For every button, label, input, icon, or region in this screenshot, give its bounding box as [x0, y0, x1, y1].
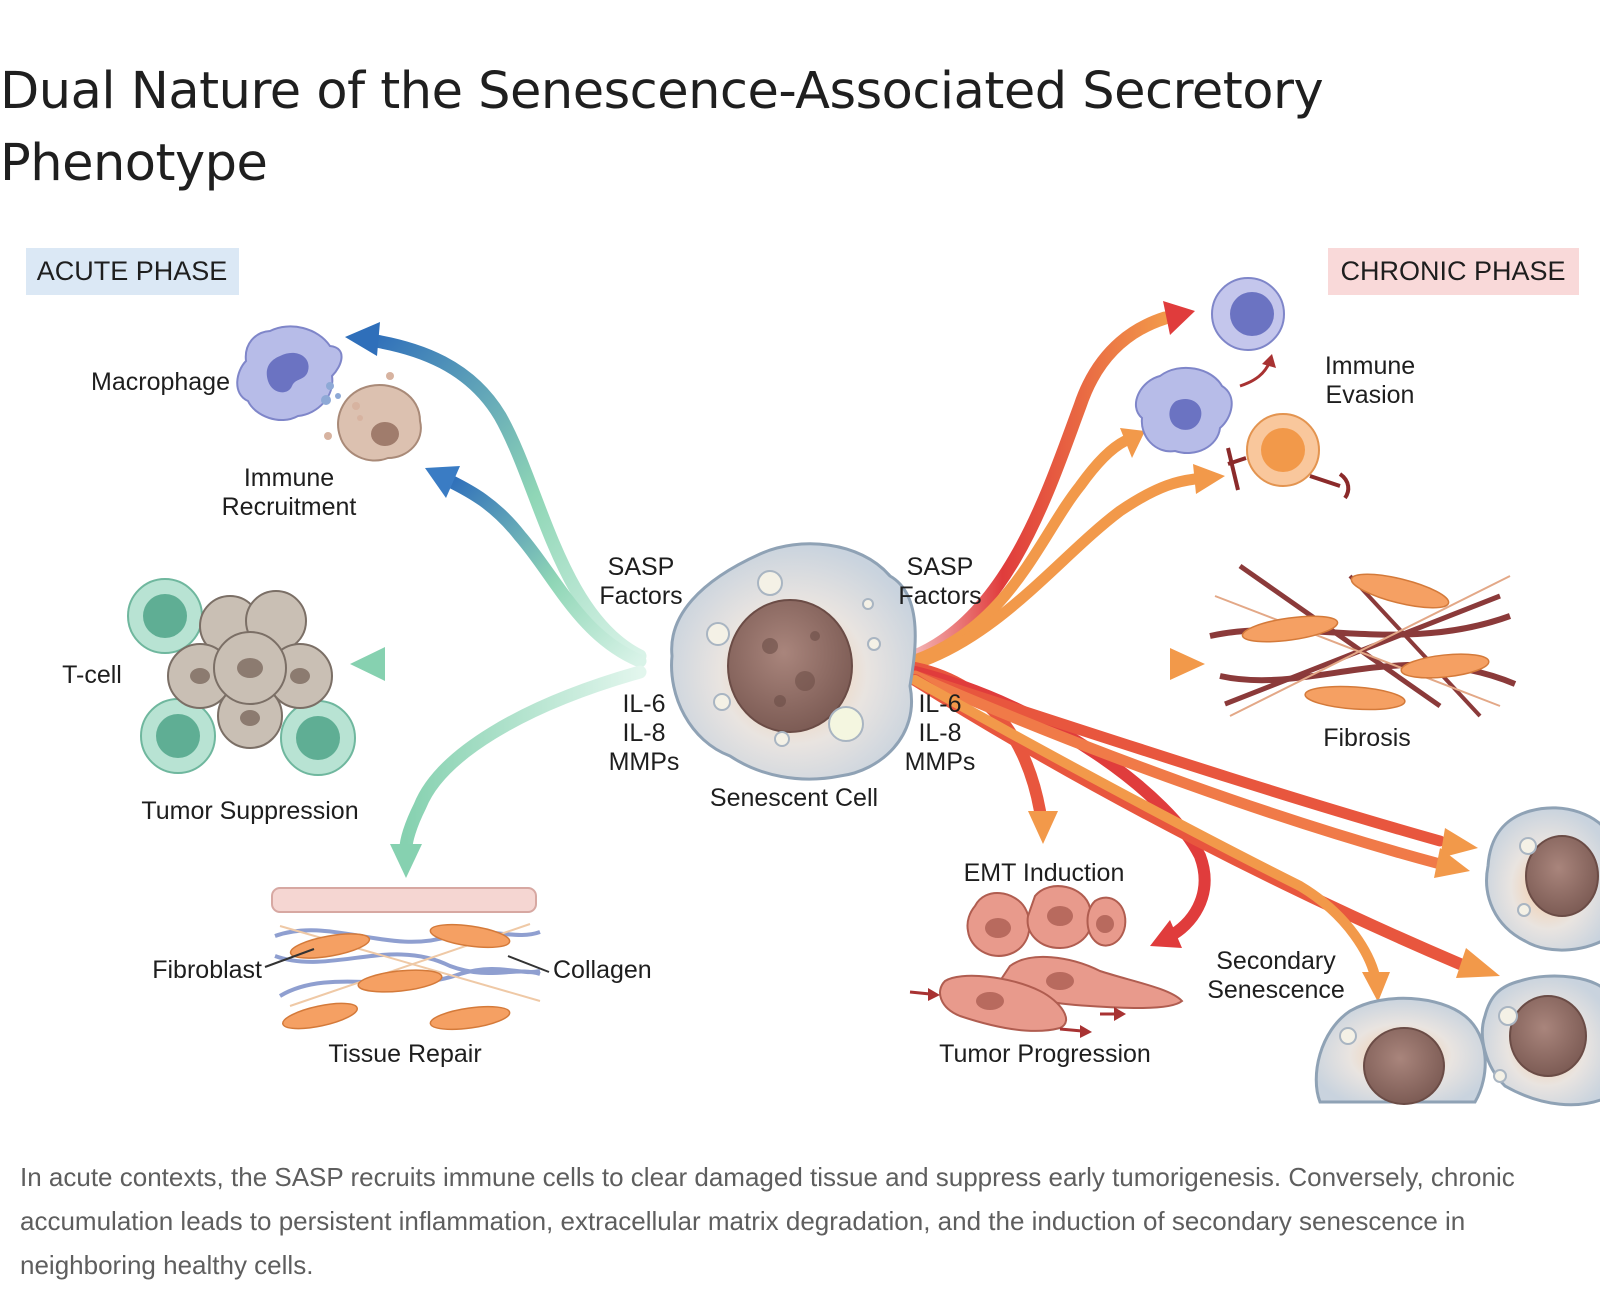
tissue-repair-illustration — [264, 887, 550, 1031]
tumor-progression-illustration — [909, 885, 1184, 1038]
left-sasp-label-line1: SASP — [608, 553, 675, 581]
immune-evasion-label-line2: Evasion — [1326, 381, 1415, 409]
secondary-senescence-label-line2: Senescence — [1207, 976, 1345, 1004]
page-title: Dual Nature of the Senescence-Associated… — [0, 62, 1324, 193]
left-il6-label: IL-6 — [622, 690, 665, 718]
emt-induction-label: EMT Induction — [964, 859, 1125, 887]
right-il6-label: IL-6 — [918, 690, 961, 718]
immune-evasion-illustration — [1135, 277, 1351, 500]
immune-recruitment-label-line2: Recruitment — [222, 493, 357, 521]
sasp-diagram: ACUTE PHASE CHRONIC PHASE — [0, 236, 1600, 1125]
apoptotic-cell-illustration — [324, 372, 422, 462]
tumor-cells-illustration — [167, 590, 333, 749]
immune-evasion-label-line1: Immune — [1325, 352, 1415, 380]
senescent-cell-label: Senescent Cell — [710, 784, 878, 812]
left-sasp-label-line2: Factors — [599, 582, 682, 610]
right-sasp-label-line2: Factors — [898, 582, 981, 610]
tissue-repair-label: Tissue Repair — [328, 1040, 481, 1068]
fibrosis-illustration — [1209, 563, 1517, 718]
right-il8-label: IL-8 — [918, 719, 961, 747]
chronic-phase-label: CHRONIC PHASE — [1340, 256, 1565, 286]
secondary-senescence-illustration — [1314, 806, 1600, 1107]
macrophage-label: Macrophage — [91, 368, 230, 396]
t-cell-label: T-cell — [62, 661, 122, 689]
left-il8-label: IL-8 — [622, 719, 665, 747]
collagen-label: Collagen — [553, 956, 652, 984]
tumor-progression-label: Tumor Progression — [939, 1040, 1151, 1068]
immune-recruitment-label-line1: Immune — [244, 464, 334, 492]
tumor-suppression-label: Tumor Suppression — [141, 797, 358, 825]
right-mmps-label: MMPs — [905, 748, 976, 776]
chronic-phase-tag: CHRONIC PHASE — [1328, 248, 1579, 295]
secondary-senescence-label-line1: Secondary — [1216, 947, 1336, 975]
macrophage-illustration — [236, 325, 343, 421]
fibroblast-label: Fibroblast — [152, 956, 262, 984]
acute-phase-label: ACUTE PHASE — [37, 256, 228, 286]
senescent-cell-illustration — [670, 542, 917, 781]
right-sasp-label-line1: SASP — [907, 553, 974, 581]
figure-caption: In acute contexts, the SASP recruits imm… — [20, 1162, 1515, 1280]
t-cell-illustration — [127, 578, 356, 776]
acute-arrows — [345, 322, 647, 878]
left-mmps-label: MMPs — [609, 748, 680, 776]
chronic-arrows — [908, 301, 1500, 1002]
fibrosis-label: Fibrosis — [1323, 724, 1411, 752]
acute-phase-tag: ACUTE PHASE — [26, 248, 239, 295]
